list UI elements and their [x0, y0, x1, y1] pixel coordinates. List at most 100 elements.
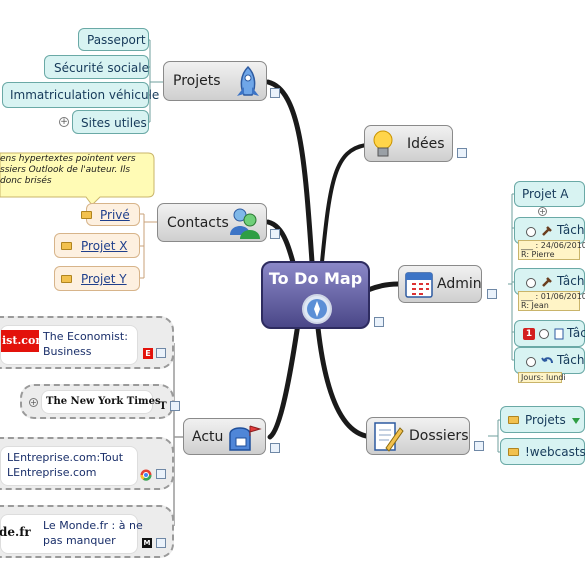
contacts-label: Contacts — [167, 215, 229, 231]
rocket-icon — [237, 65, 259, 96]
projets-item-immatriculation[interactable]: Immatriculation véhicule — [2, 82, 159, 108]
priority-1-icon: 1 — [523, 328, 535, 340]
link-card[interactable]: LEntreprise.com:Tout LEntreprise.com — [0, 446, 138, 486]
task-label: Tâche — [557, 223, 585, 237]
task-date: ___ : 01/06/2010 — [521, 292, 585, 301]
callout-note — [0, 152, 155, 205]
admin-project-a[interactable]: Projet A — [514, 181, 585, 207]
task-recurrence-badge: Jours: lundi — [518, 372, 566, 383]
item-label: !webcasts — [525, 445, 585, 459]
chrome-icon — [140, 469, 152, 481]
document-pencil-icon — [374, 422, 404, 452]
task-checkbox[interactable] — [526, 357, 536, 367]
note-icon[interactable] — [474, 441, 484, 451]
task-label: Tâche — [557, 353, 585, 367]
admin-node[interactable]: Admin — [398, 265, 482, 303]
projets-item-securite-sociale[interactable]: Sécurité sociale — [44, 55, 149, 79]
note-icon[interactable] — [270, 229, 280, 239]
lemonde-favicon: M — [142, 538, 152, 548]
link-label: Projet Y — [81, 272, 127, 286]
item-label: Sites utiles — [81, 116, 147, 130]
projets-node[interactable]: Projets — [163, 61, 267, 101]
note-icon[interactable] — [156, 348, 166, 358]
item-label: Projet A — [522, 187, 569, 201]
item-label: Passeport — [87, 33, 146, 47]
expand-plus-icon[interactable]: + — [59, 117, 69, 127]
note-icon[interactable] — [487, 289, 497, 299]
note-icon[interactable] — [156, 469, 166, 479]
note-icon[interactable] — [170, 401, 180, 411]
gavel-icon — [542, 277, 552, 287]
folder-icon — [61, 242, 72, 250]
item-label: Projets — [525, 413, 566, 427]
mailbox-icon — [229, 425, 262, 451]
callout-text: ens hypertextes pointent vers ssiers Out… — [0, 154, 136, 186]
contacts-item-prive[interactable]: Privé — [81, 203, 140, 226]
task-resource: R: Jean — [521, 301, 549, 310]
nyt-favicon: T — [159, 401, 167, 412]
task-date-badge: ___ : 24/06/2010 R: Pierre — [518, 240, 585, 260]
link-text: Le Monde.fr : à ne pas manquer — [43, 519, 143, 547]
lemonde-logo: de.fr — [0, 525, 31, 539]
economist-favicon: E — [143, 348, 153, 359]
task-label: Tâche — [557, 274, 585, 288]
projets-label: Projets — [173, 73, 221, 89]
actu-node[interactable]: Actu — [183, 418, 266, 455]
document-icon — [554, 328, 564, 340]
recurrence-arrow-icon — [541, 357, 553, 364]
item-label: Sécurité sociale — [54, 61, 149, 75]
folder-icon — [508, 416, 519, 424]
expand-plus-icon[interactable]: + — [29, 398, 38, 407]
compass-icon — [302, 294, 332, 324]
admin-task-2[interactable]: Tâche — [514, 268, 585, 295]
actu-label: Actu — [192, 429, 224, 445]
contacts-node[interactable]: Contacts — [157, 203, 267, 242]
dossiers-label: Dossiers — [409, 428, 469, 444]
task-recurrence: Jours: lundi — [521, 373, 566, 382]
note-icon[interactable] — [457, 148, 467, 158]
calendar-icon — [405, 272, 433, 298]
contacts-item-projet-x[interactable]: Projet X — [54, 233, 140, 258]
link-text: LEntreprise.com:Tout LEntreprise.com — [7, 451, 124, 479]
admin-label: Admin — [437, 276, 482, 292]
actu-item-nytimes[interactable]: + The New York Times T — [20, 384, 180, 419]
dossiers-item-webcasts[interactable]: !webcasts — [500, 438, 585, 465]
link-card[interactable]: The New York Times — [41, 390, 161, 414]
admin-task-4[interactable]: Tâche — [514, 347, 585, 374]
task-date: ___ : 24/06/2010 — [521, 241, 585, 250]
note-icon[interactable] — [270, 443, 280, 453]
actu-item-economist[interactable]: ist.com The Economist: Business E — [0, 316, 174, 369]
link-card[interactable]: ist.com The Economist: Business — [0, 325, 138, 365]
projets-item-sites-utiles[interactable]: Sites utiles — [72, 110, 149, 134]
dossiers-node[interactable]: Dossiers — [366, 417, 470, 455]
idees-node[interactable]: Idées — [364, 125, 453, 162]
admin-task-3[interactable]: 1 Tâc — [514, 320, 585, 347]
dossiers-item-projets[interactable]: Projets — [500, 406, 585, 433]
dropdown-arrow-icon[interactable] — [572, 418, 580, 424]
note-icon[interactable] — [374, 317, 384, 327]
actu-item-lentreprise[interactable]: LEntreprise.com:Tout LEntreprise.com — [0, 437, 174, 490]
task-checkbox[interactable] — [526, 227, 536, 237]
task-label: Tâc — [567, 326, 585, 340]
item-label: Immatriculation véhicule — [10, 88, 160, 102]
central-topic[interactable]: To Do Map — [261, 261, 370, 329]
actu-item-lemonde[interactable]: de.fr Le Monde.fr : à ne pas manquer M — [0, 505, 174, 558]
lightbulb-icon — [373, 130, 393, 157]
task-resource: R: Pierre — [521, 250, 555, 259]
note-icon[interactable] — [156, 538, 166, 548]
folder-icon — [508, 448, 519, 456]
link-label: Privé — [100, 208, 130, 222]
expand-plus-icon[interactable]: + — [538, 207, 547, 216]
projets-item-passeport[interactable]: Passeport — [78, 28, 149, 51]
link-card[interactable]: de.fr Le Monde.fr : à ne pas manquer — [0, 514, 143, 554]
link-text: The Economist: Business — [43, 330, 128, 358]
people-icon — [230, 208, 260, 239]
central-topic-label: To Do Map — [268, 269, 363, 288]
task-checkbox[interactable] — [539, 329, 549, 339]
folder-icon — [61, 275, 72, 283]
task-date-badge: ___ : 01/06/2010 R: Jean — [518, 291, 585, 311]
contacts-item-projet-y[interactable]: Projet Y — [54, 266, 140, 291]
note-icon[interactable] — [270, 88, 280, 98]
folder-icon — [81, 211, 92, 219]
task-checkbox[interactable] — [526, 278, 536, 288]
